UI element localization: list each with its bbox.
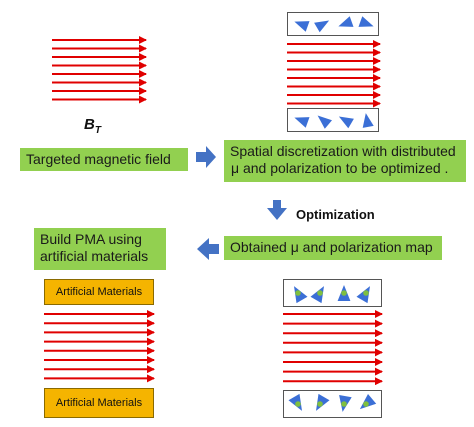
triangle-icon bbox=[338, 16, 354, 27]
triangle-icon bbox=[294, 21, 310, 32]
triangle-icon bbox=[338, 116, 354, 129]
triangle-core-icon bbox=[295, 290, 301, 296]
triangle-icon bbox=[314, 20, 330, 33]
obtained-map-box: Obtained μ and polarization map bbox=[224, 236, 442, 260]
map-top-triangles bbox=[294, 285, 370, 304]
left-flow-arrow-icon bbox=[197, 238, 219, 260]
triangle-icon bbox=[294, 117, 310, 128]
map-bottom-triangles bbox=[288, 393, 377, 412]
triangle-core-icon bbox=[317, 290, 323, 296]
target-field-arrows bbox=[52, 36, 147, 104]
triangle-core-icon bbox=[341, 401, 347, 407]
artificial-materials-bottom: Artificial Materials bbox=[44, 388, 154, 418]
targeted-field-text: Targeted magnetic field bbox=[26, 151, 171, 167]
spatial-disc-line1: Spatial discretization with distributed bbox=[230, 143, 456, 159]
pma-field-arrows bbox=[44, 310, 155, 383]
discretized-field-arrows bbox=[287, 40, 381, 108]
triangle-core-icon bbox=[363, 290, 369, 296]
bottom-triangles bbox=[294, 113, 374, 129]
top-triangles bbox=[294, 16, 374, 33]
targeted-field-box: Targeted magnetic field bbox=[20, 148, 188, 171]
artificial-top-text: Artificial Materials bbox=[55, 286, 143, 298]
bt-sub: T bbox=[94, 125, 101, 136]
down-flow-arrow-icon bbox=[267, 200, 287, 220]
optimized-field-arrows bbox=[283, 310, 383, 386]
right-flow-arrow-icon bbox=[196, 146, 216, 168]
artificial-materials-top: Artificial Materials bbox=[44, 279, 154, 305]
spatial-disc-line2: μ and polarization to be optimized . bbox=[231, 160, 449, 176]
triangle-icon bbox=[362, 113, 374, 128]
optimization-label: Optimization bbox=[296, 207, 375, 222]
spatial-disc-box: Spatial discretization with distributed … bbox=[224, 140, 466, 182]
build-pma-line1: Build PMA using bbox=[40, 231, 142, 247]
obtained-map-text: Obtained μ and polarization map bbox=[230, 239, 433, 255]
triangle-icon bbox=[317, 115, 332, 129]
triangle-icon bbox=[359, 394, 377, 410]
artificial-bottom-text: Artificial Materials bbox=[55, 397, 143, 409]
bt-label: BT bbox=[84, 116, 101, 136]
triangle-icon bbox=[358, 16, 374, 27]
triangle-core-icon bbox=[341, 290, 347, 296]
build-pma-line2: artificial materials bbox=[40, 248, 149, 264]
build-pma-box: Build PMA using artificial materials bbox=[34, 228, 166, 270]
bt-main: B bbox=[84, 116, 95, 133]
triangle-core-icon bbox=[317, 401, 323, 407]
triangle-core-icon bbox=[295, 401, 301, 407]
triangle-core-icon bbox=[363, 401, 369, 407]
